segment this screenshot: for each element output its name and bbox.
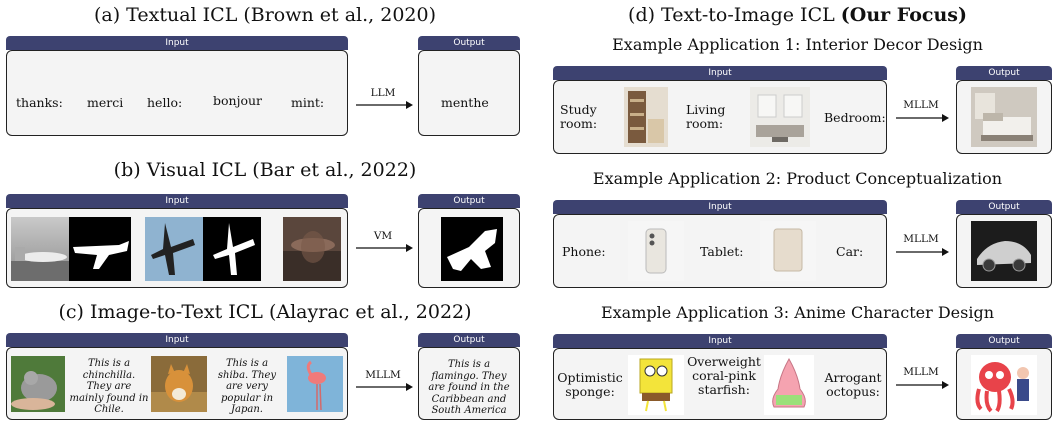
panel-b-arrow	[356, 244, 413, 252]
airplane-mask-2	[203, 217, 261, 281]
app1-output-header: Output	[956, 66, 1052, 80]
app3-input-header: Input	[553, 334, 887, 348]
panel-a-input-box: thanks: merci hello: bonjour mint:	[6, 50, 348, 136]
app1-arrow-label: MLLM	[903, 99, 939, 111]
starfish-character-image	[764, 355, 814, 415]
panel-b-arrow-label: VM	[373, 230, 393, 242]
panel-c-arrow	[356, 383, 413, 391]
app1-arrow	[896, 114, 949, 122]
panel-a-output: menthe	[441, 95, 489, 110]
living-room-image	[750, 87, 810, 147]
panel-a-item-1: thanks:	[16, 95, 63, 110]
chinchilla-photo	[11, 356, 65, 412]
panel-a-output-box: menthe	[418, 50, 520, 136]
app2-subtitle: Example Application 2: Product Conceptua…	[592, 169, 1003, 188]
app1-subtitle: Example Application 1: Interior Decor De…	[612, 35, 983, 54]
app2-input-header: Input	[553, 200, 887, 214]
app3-output-box	[956, 348, 1052, 420]
panel-c-input-box: This is a chinchilla. They are mainly fo…	[6, 347, 348, 420]
app3-output-header: Output	[956, 334, 1052, 348]
airplane-mask-1	[69, 217, 131, 281]
app2-arrow	[896, 248, 949, 256]
app3-label-1: Optimistic sponge:	[557, 370, 623, 399]
app1-label-1: Study room:	[560, 102, 598, 131]
app3-subtitle: Example Application 3: Anime Character D…	[600, 303, 995, 322]
app3-label-3: Arrogant octopus:	[824, 370, 882, 399]
app2-label-2: Tablet:	[700, 244, 744, 259]
tablet-image	[760, 221, 816, 281]
app2-output-box	[956, 214, 1052, 288]
airplane-photo-1	[11, 217, 69, 281]
shiba-caption: This is a shiba. They are very popular i…	[217, 358, 277, 415]
app2-output-header: Output	[956, 200, 1052, 214]
airplane-mask-output	[441, 217, 503, 281]
panel-a-item-5: mint:	[291, 95, 325, 110]
panel-b-output-box	[418, 208, 520, 288]
panel-c-output-header: Output	[418, 333, 520, 347]
app1-input-header: Input	[553, 66, 887, 80]
panel-a-arrow-label: LLM	[370, 87, 396, 99]
panel-a-output-header: Output	[418, 36, 520, 50]
octopus-character-image	[971, 355, 1037, 415]
panel-a-arrow	[356, 101, 413, 109]
app3-input-box: Optimistic sponge: Overweight coral-pink…	[553, 348, 887, 420]
app2-label-1: Phone:	[562, 244, 606, 259]
app2-input-box: Phone: Tablet: Car:	[553, 214, 887, 288]
panel-d-title-bold: (Our Focus)	[840, 4, 967, 26]
panel-d-title-text: (d) Text-to-Image ICL	[628, 4, 835, 26]
app2-arrow-label: MLLM	[903, 233, 939, 245]
panel-d-title: (d) Text-to-Image ICL (Our Focus)	[540, 4, 1055, 26]
panel-a-item-4: bonjour	[213, 93, 263, 108]
chinchilla-caption: This is a chinchilla. They are mainly fo…	[69, 358, 149, 415]
panel-a-input-header: Input	[6, 36, 348, 50]
panel-b-title: (b) Visual ICL (Bar et al., 2022)	[113, 159, 417, 181]
study-room-image	[624, 87, 668, 147]
panel-c-title: (c) Image-to-Text ICL (Alayrac et al., 2…	[58, 301, 472, 323]
panel-a-title: (a) Textual ICL (Brown et al., 2020)	[93, 4, 436, 26]
panel-c-arrow-label: MLLM	[365, 369, 401, 381]
app3-label-2: Overweight coral-pink starfish:	[687, 354, 761, 397]
app1-label-3: Bedroom:	[824, 110, 886, 125]
panel-b-output-header: Output	[418, 194, 520, 208]
car-image	[971, 221, 1037, 281]
panel-b-input-header: Input	[6, 194, 348, 208]
sponge-character-image	[628, 355, 684, 415]
panel-a-item-3: hello:	[147, 95, 183, 110]
panel-b-input-box	[6, 208, 348, 288]
app3-arrow	[896, 381, 949, 389]
flamingo-photo	[287, 356, 343, 412]
airplane-photo-2	[145, 217, 203, 281]
bedroom-image	[971, 87, 1037, 147]
panel-c-input-header: Input	[6, 333, 348, 347]
panel-c-output-box: This is a flamingo. They are found in th…	[418, 347, 520, 420]
phone-image	[628, 221, 684, 281]
app1-label-2: Living room:	[686, 102, 726, 131]
panel-c-output: This is a flamingo. They are found in th…	[428, 359, 510, 416]
airplane-photo-3	[283, 217, 341, 281]
panel-a-item-2: merci	[87, 95, 124, 110]
app2-label-3: Car:	[836, 244, 864, 259]
app1-input-box: Study room: Living room: Bedroom:	[553, 80, 887, 154]
app3-arrow-label: MLLM	[903, 366, 939, 378]
shiba-photo	[151, 356, 207, 412]
app1-output-box	[956, 80, 1052, 154]
